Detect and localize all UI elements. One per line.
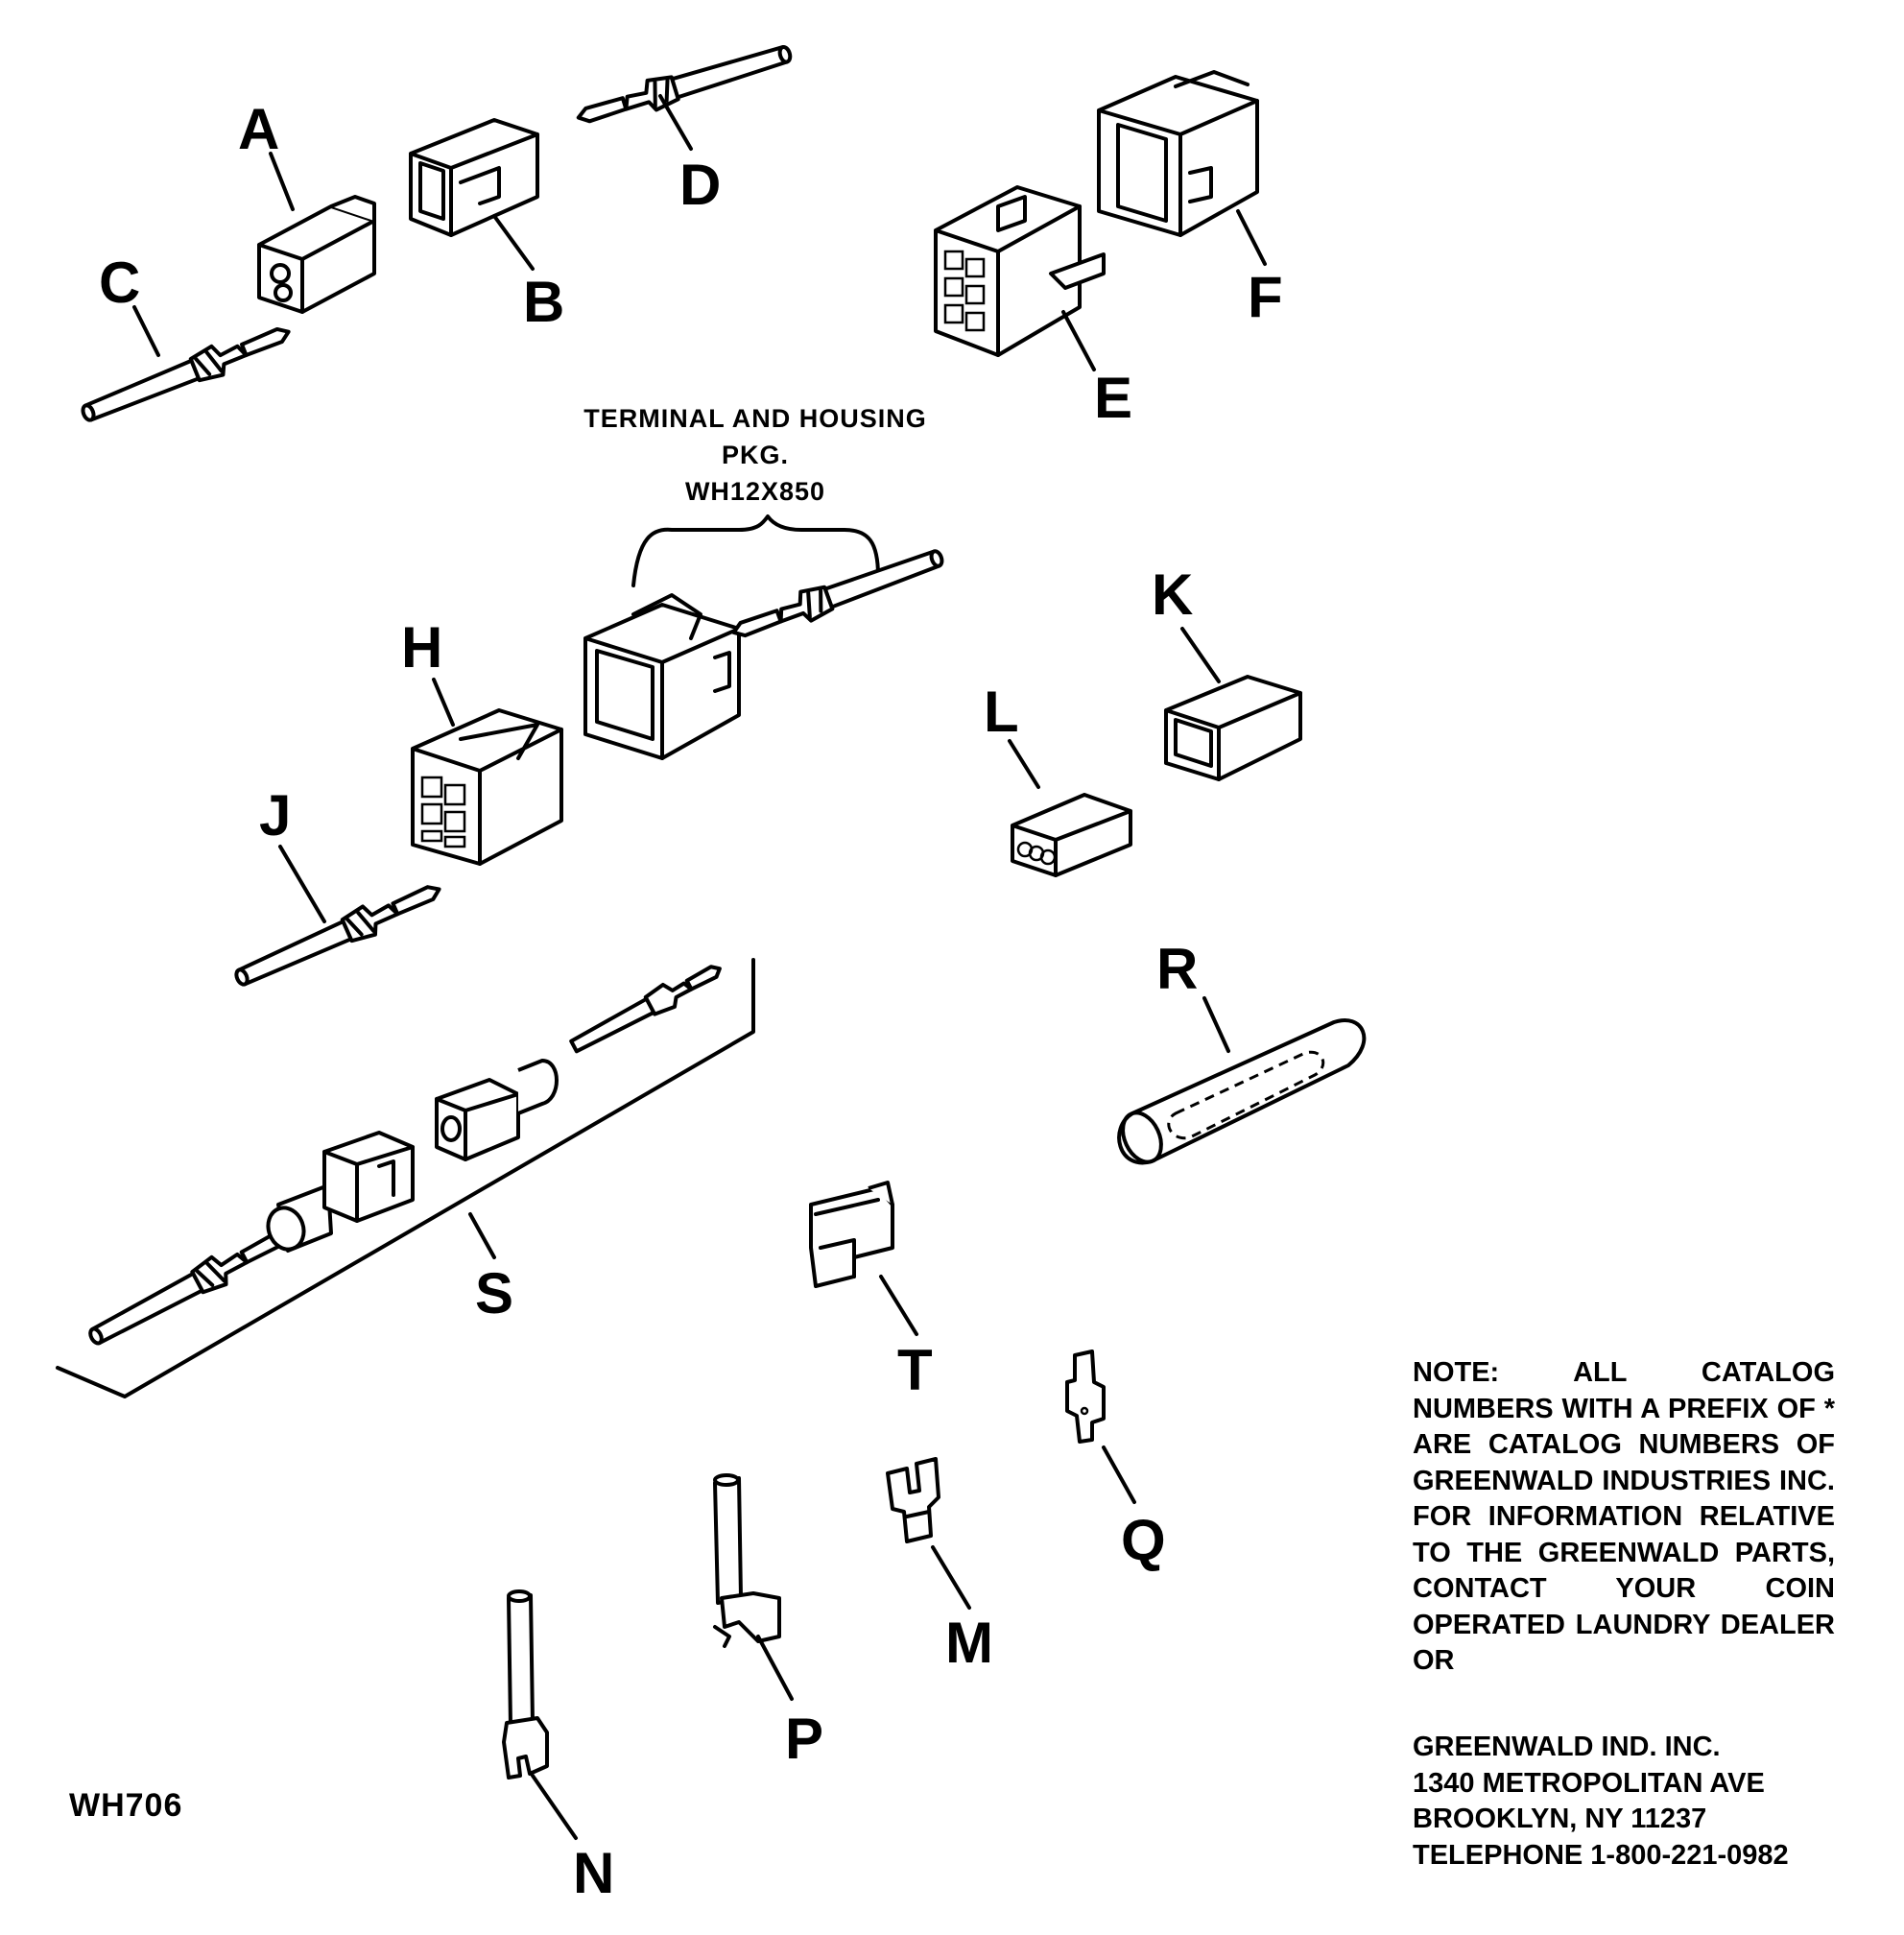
housing-f (1097, 70, 1259, 237)
label-r: R (1156, 937, 1198, 1001)
label-l: L (984, 680, 1019, 744)
housing-e (934, 185, 1106, 357)
label-q: Q (1121, 1508, 1166, 1572)
label-t: T (897, 1338, 933, 1402)
label-h: H (401, 615, 442, 680)
address-city: BROOKLYN, NY 11237 (1413, 1804, 1707, 1834)
insulating-sleeve-r (1117, 1018, 1367, 1165)
address-name: GREENWALD IND. INC. (1413, 1732, 1721, 1762)
housing-k (1164, 675, 1302, 781)
terminal-s2 (568, 958, 726, 1058)
greenwald-address: GREENWALD IND. INC. 1340 METROPOLITAN AV… (1413, 1730, 1873, 1874)
terminal-c (76, 315, 297, 431)
package-bracket (631, 514, 880, 587)
label-b: B (523, 270, 564, 334)
package-caption-line1: TERMINAL AND HOUSING (583, 404, 927, 433)
label-d: D (679, 153, 721, 217)
label-f: F (1248, 265, 1283, 329)
label-c: C (99, 251, 140, 315)
label-j: J (259, 783, 291, 848)
label-e: E (1094, 366, 1132, 430)
sleeve-s1 (266, 1131, 415, 1253)
package-caption-line3: WH12X850 (685, 477, 825, 506)
spade-terminal-m (886, 1457, 940, 1543)
connector-l (1011, 793, 1132, 877)
figure-code: WH706 (69, 1787, 182, 1824)
package-housing (583, 593, 741, 760)
clip-t (809, 1181, 894, 1288)
group-s-frame (56, 958, 755, 1398)
tab-q (1065, 1350, 1106, 1444)
housing-h (411, 708, 563, 866)
housing-a (257, 195, 376, 314)
label-a: A (238, 97, 279, 161)
terminal-d (572, 36, 797, 134)
package-caption-line2: PKG. (722, 441, 789, 469)
housing-b (409, 118, 539, 237)
address-telephone: TELEPHONE 1-800-221-0982 (1413, 1839, 1789, 1871)
label-n: N (573, 1841, 614, 1905)
address-street: 1340 METROPOLITAN AVE (1413, 1767, 1765, 1799)
terminal-j (228, 872, 448, 995)
terminal-s1 (84, 1221, 294, 1351)
label-s: S (475, 1261, 513, 1326)
label-p: P (785, 1707, 823, 1771)
flag-terminal-p (713, 1473, 781, 1648)
catalog-note: NOTE: ALL CATALOG NUMBERS WITH A PREFIX … (1413, 1357, 1835, 1676)
package-terminal (726, 540, 949, 649)
label-m: M (945, 1611, 993, 1675)
sleeve-s2 (435, 1059, 559, 1161)
terminal-n (502, 1589, 549, 1780)
label-k: K (1152, 562, 1193, 627)
leader-lines (132, 94, 1267, 1840)
